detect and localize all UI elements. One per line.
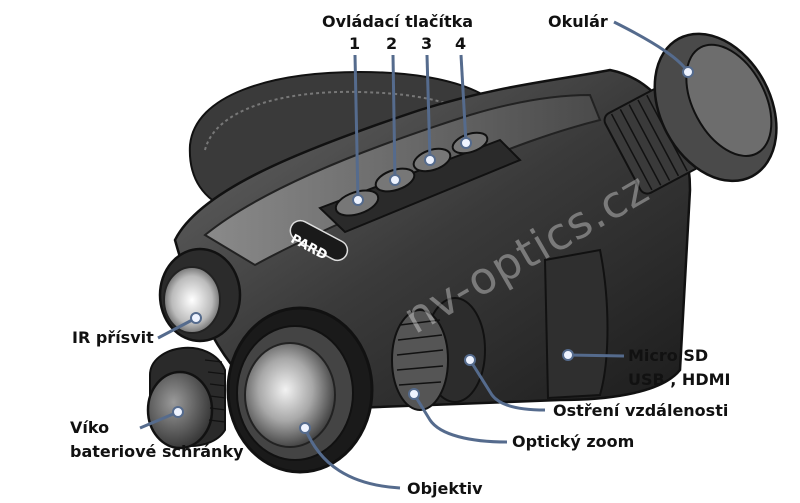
ir-illuminator: [158, 247, 242, 343]
leader-focus: [468, 359, 546, 412]
label-ports-1: Micro SD: [628, 346, 709, 365]
leader-ports: [567, 353, 625, 358]
label-focus: Ostření vzdálenosti: [553, 401, 729, 420]
leader-button-4: [459, 54, 468, 144]
brand-logo-badge: [289, 219, 349, 262]
label-buttons-title: Ovládací tlačítka: [322, 12, 474, 31]
label-battery-2: bateriové schránky: [70, 442, 244, 461]
leader-objective: [303, 427, 401, 490]
label-battery-1: Víko: [70, 418, 110, 437]
label-eyepiece: Okulár: [548, 12, 608, 31]
label-zoom: Optický zoom: [512, 432, 635, 451]
label-button-2: 2: [386, 34, 398, 53]
leader-battery: [139, 410, 179, 430]
battery-cover: [146, 346, 227, 450]
leader-button-3: [425, 54, 432, 161]
leader-zoom: [412, 393, 508, 444]
leader-ir: [157, 316, 197, 340]
leader-button-2: [391, 54, 397, 181]
leader-dots: [172, 66, 694, 434]
objective-lens: [226, 306, 374, 474]
port-cover: [543, 248, 609, 400]
label-button-1: 1: [349, 34, 361, 53]
leader-button-1: [353, 54, 360, 201]
label-button-3: 3: [421, 34, 433, 53]
focus-rings: [391, 297, 486, 411]
label-ports-2: USB , HDMI: [628, 370, 731, 389]
label-objective: Objektiv: [407, 479, 483, 498]
label-button-4: 4: [455, 34, 467, 53]
label-ir: IR přísvit: [72, 328, 154, 347]
